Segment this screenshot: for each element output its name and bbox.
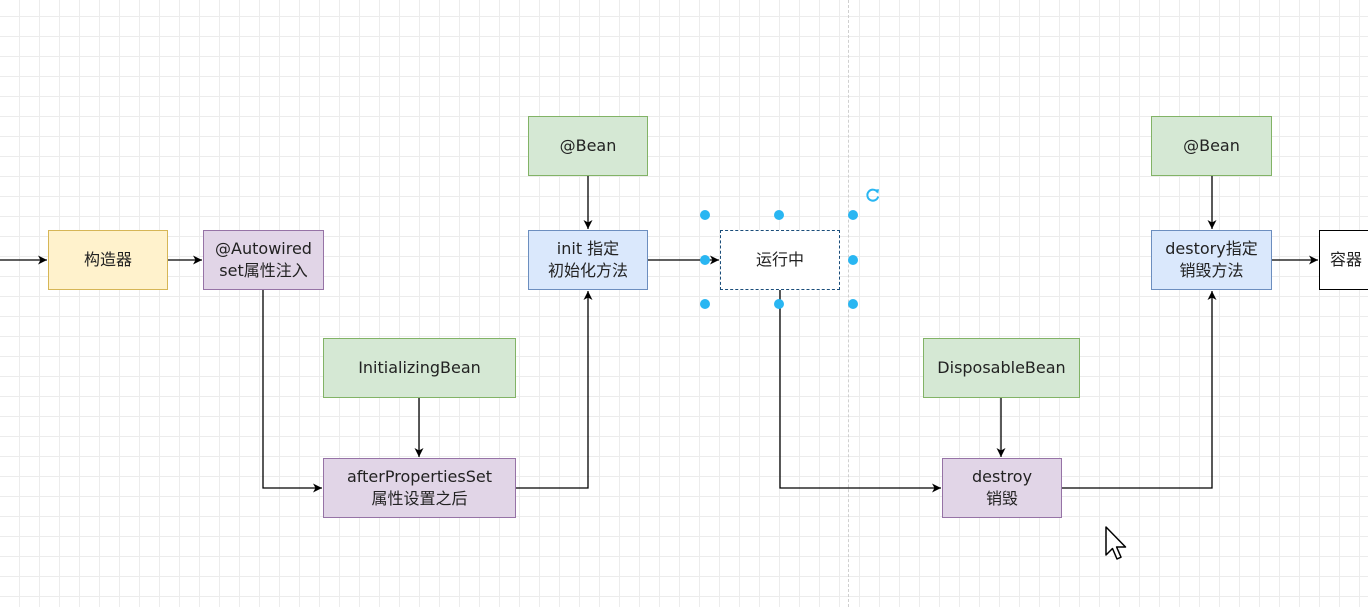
destroy-method-label: destory指定 销毁方法: [1165, 239, 1258, 280]
init-method-node[interactable]: init 指定 初始化方法: [528, 230, 648, 290]
initializing-bean-label: InitializingBean: [358, 358, 481, 377]
disposable-bean-node[interactable]: DisposableBean: [923, 338, 1080, 398]
autowired-node[interactable]: @Autowired set属性注入: [203, 230, 324, 290]
constructor-node[interactable]: 构造器: [48, 230, 168, 290]
disposable-bean-label: DisposableBean: [937, 358, 1066, 377]
running-node[interactable]: 运行中: [720, 230, 840, 290]
initializing-bean-node[interactable]: InitializingBean: [323, 338, 516, 398]
after-properties-set-label: afterPropertiesSet 属性设置之后: [347, 467, 492, 508]
destroy-label: destroy 销毁: [971, 467, 1033, 508]
edge-running-to-destroy: [779, 290, 941, 493]
edge-afterprops-to-init: [516, 291, 593, 489]
edge-destroy-to-destroyinit: [1062, 291, 1217, 489]
container-node[interactable]: 容器: [1319, 230, 1368, 290]
bean-init-label: @Bean: [559, 136, 617, 155]
init-method-label: init 指定 初始化方法: [547, 239, 628, 280]
resize-handle-bottom-right[interactable]: [848, 299, 858, 309]
bean-destroy-label: @Bean: [1183, 136, 1240, 155]
edge-autowired-to-afterprops: [262, 290, 322, 493]
resize-handle-top-right[interactable]: [848, 210, 858, 220]
resize-handle-left[interactable]: [700, 255, 710, 265]
bean-node-init[interactable]: @Bean: [528, 116, 648, 176]
resize-handle-right[interactable]: [848, 255, 858, 265]
resize-handle-bottom[interactable]: [774, 299, 784, 309]
bean-node-destroy[interactable]: @Bean: [1151, 116, 1272, 176]
autowired-label: @Autowired set属性注入: [215, 239, 312, 280]
resize-handle-top-left[interactable]: [700, 210, 710, 220]
after-properties-set-node[interactable]: afterPropertiesSet 属性设置之后: [323, 458, 516, 518]
constructor-label: 构造器: [83, 250, 132, 269]
container-label: 容器: [1330, 250, 1363, 269]
destroy-node[interactable]: destroy 销毁: [942, 458, 1062, 518]
resize-handle-top[interactable]: [774, 210, 784, 220]
resize-handle-bottom-left[interactable]: [700, 299, 710, 309]
running-label: 运行中: [755, 250, 804, 269]
mouse-pointer-icon: [1105, 526, 1127, 560]
destroy-method-node[interactable]: destory指定 销毁方法: [1151, 230, 1272, 290]
rotate-icon[interactable]: [864, 186, 882, 204]
